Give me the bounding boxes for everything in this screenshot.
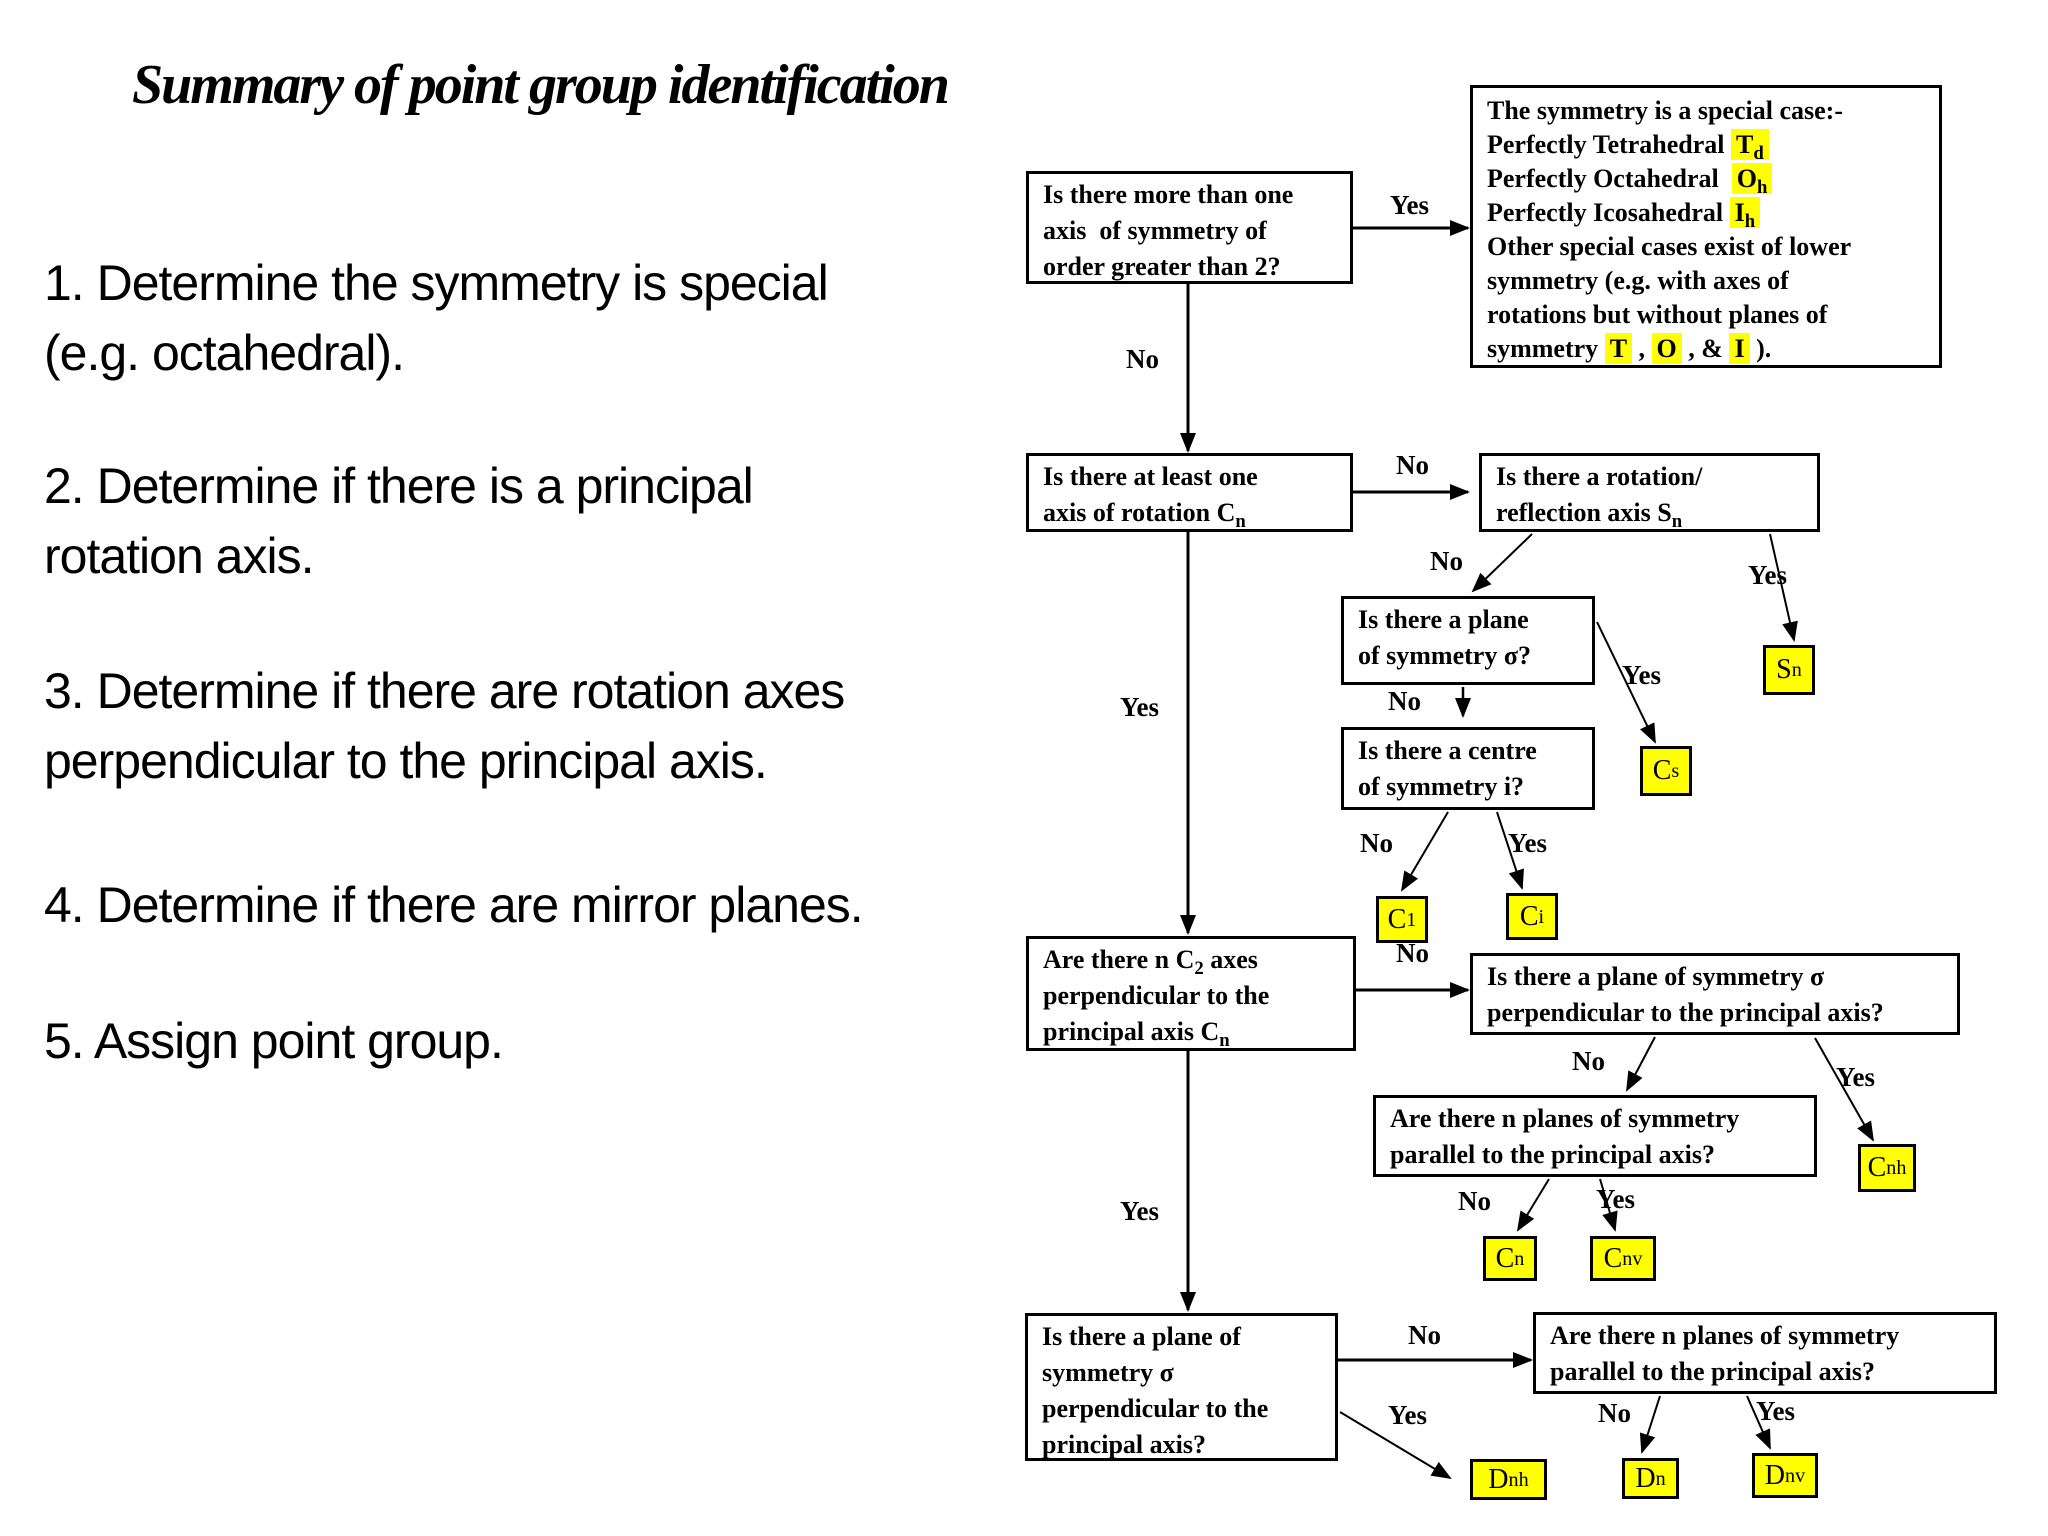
edge-label-q1-no: No [1126,344,1159,374]
edge-label-q4-no: No [1388,686,1421,716]
connector-q8-yes [1599,1178,1618,1232]
highlighted-symbol: I [1729,333,1750,364]
edge-label-q7-no: No [1572,1046,1605,1076]
special-case-line: symmetry (e.g. with axes of [1487,266,1789,295]
edge-label-q9-yes: Yes [1388,1400,1427,1430]
special-case-line: Perfectly Octahedral Oh [1487,162,1933,197]
edge-label-q5-no: No [1360,828,1393,858]
edge-label-q10-no: No [1598,1398,1631,1428]
step-1: 1. Determine the symmetry is special (e.… [44,255,829,381]
edge-label-q2-yes: Yes [1120,692,1159,722]
edge-label-q7-yes: Yes [1836,1062,1875,1092]
edge-label-q8-yes: Yes [1596,1184,1635,1214]
edge-label-q6-yes: Yes [1120,1196,1159,1226]
connector-q4-yes [1596,621,1656,744]
connector-q7-no [1626,1036,1656,1092]
edge-label-q1-yes: Yes [1390,190,1429,220]
special-case-line: Perfectly Tetrahedral Td [1487,128,1933,163]
step-5: 5. Assign point group. [44,1013,504,1069]
edge-label-q6-no: No [1396,938,1429,968]
highlighted-symbol: Td [1731,129,1769,163]
highlighted-symbol: Ih [1729,197,1761,231]
edge-label-q9-no: No [1408,1320,1441,1350]
edge-label-q10-yes: Yes [1756,1396,1795,1426]
step-3: 3. Determine if there are rotation axes … [44,663,845,789]
special-case-line: The symmetry is a special case:- [1487,96,1843,125]
edge-label-q3-no: No [1430,546,1463,576]
step-4: 4. Determine if there are mirror planes. [44,877,864,933]
special-case-line: symmetry T , O , & I ). [1487,333,1772,364]
edge-label-q2-no: No [1396,450,1429,480]
connector-q7-yes [1814,1037,1874,1142]
connector-q9-yes [1339,1411,1452,1480]
edge-label-q4-yes: Yes [1622,660,1661,690]
edge-label-q3-yes: Yes [1748,560,1787,590]
highlighted-symbol: O [1651,333,1682,364]
highlighted-symbol: T [1604,333,1633,364]
connector-q8-no [1516,1178,1550,1232]
connector-q3-no [1471,533,1533,593]
edge-label-q8-no: No [1458,1186,1491,1216]
special-case-line: Perfectly Icosahedral Ih [1487,196,1933,231]
highlighted-symbol: Oh [1731,163,1773,197]
connector-q10-yes [1746,1395,1771,1450]
question-rotation-reflection: Is there a rotation/reflection axis Sn [1479,453,1820,532]
page-title: Summary of point group identification [132,54,950,116]
connector-q5-no [1400,811,1449,892]
connector-q5-yes [1496,811,1524,890]
special-case-line: rotations but without planes of [1487,300,1828,329]
edge-label-q5-yes: Yes [1508,828,1547,858]
step-2: 2. Determine if there is a principal rot… [44,458,754,584]
connector-q10-no [1639,1395,1661,1454]
special-case-box: The symmetry is a special case:- Perfectl… [1470,85,1942,368]
connector-q3-yes [1769,533,1798,642]
special-case-line: Other special cases exist of lower [1487,232,1852,261]
